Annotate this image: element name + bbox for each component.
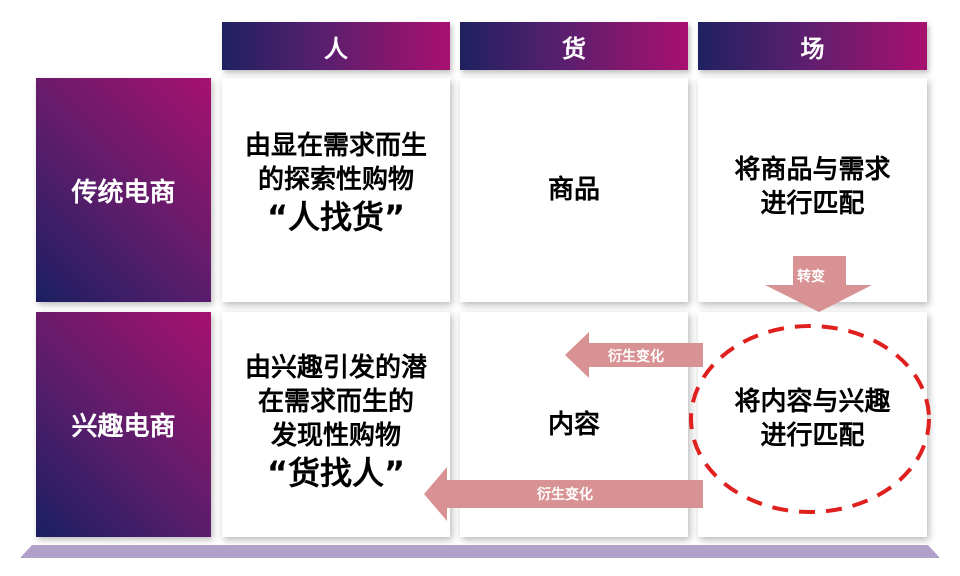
cell-text-line: 将内容与兴趣: [734, 386, 891, 417]
column-header-venue: 场: [698, 22, 927, 70]
arrow-label-derive-lower: 衍生变化: [537, 487, 593, 503]
column-header-label: 场: [800, 34, 825, 63]
cell-traditional-people: 由显在需求而生 的探索性购物 “人找货”: [222, 78, 450, 302]
down-arrow-icon: [765, 256, 872, 312]
cell-text-line: 进行匹配: [760, 420, 865, 451]
cell-text-line: 的探索性购物: [257, 165, 414, 195]
column-header-label: 人: [324, 34, 348, 63]
cell-interest-people: 由兴趣引发的潜 在需求而生的 发现性购物 “货找人”: [222, 312, 450, 537]
row-label-text: 兴趣电商: [71, 412, 176, 442]
left-arrow-icon: [565, 332, 703, 378]
cell-text-line: 内容: [547, 409, 600, 440]
column-header-goods: 货: [460, 22, 688, 70]
cell-text-line: 发现性购物: [270, 420, 401, 451]
cell-text-line: 进行匹配: [760, 189, 865, 219]
bottom-base-bar: [20, 545, 940, 558]
cell-text-line: 将商品与需求: [734, 155, 891, 185]
cell-emphasis: “货找人”: [266, 453, 406, 492]
highlight-circle: [689, 324, 931, 514]
left-arrow-icon: [424, 467, 703, 521]
column-header-people: 人: [222, 22, 450, 70]
row-label-text: 传统电商: [71, 177, 176, 208]
cell-text-line: 由兴趣引发的潜: [244, 352, 427, 383]
column-header-label: 货: [562, 34, 586, 63]
cell-text-line: 由显在需求而生: [244, 131, 427, 161]
row-label-interest-ecommerce: 兴趣电商: [36, 312, 211, 537]
cell-text-line: 在需求而生的: [257, 386, 414, 417]
cell-interest-venue: 将内容与兴趣 进行匹配: [698, 312, 927, 537]
arrow-label-transform: 转变: [797, 269, 825, 285]
cell-traditional-goods: 商品: [460, 78, 688, 302]
cell-emphasis: “人找货”: [266, 198, 406, 236]
row-label-traditional-ecommerce: 传统电商: [36, 78, 211, 302]
arrow-label-derive-upper: 衍生变化: [608, 349, 664, 365]
cell-text-line: 商品: [547, 175, 600, 205]
